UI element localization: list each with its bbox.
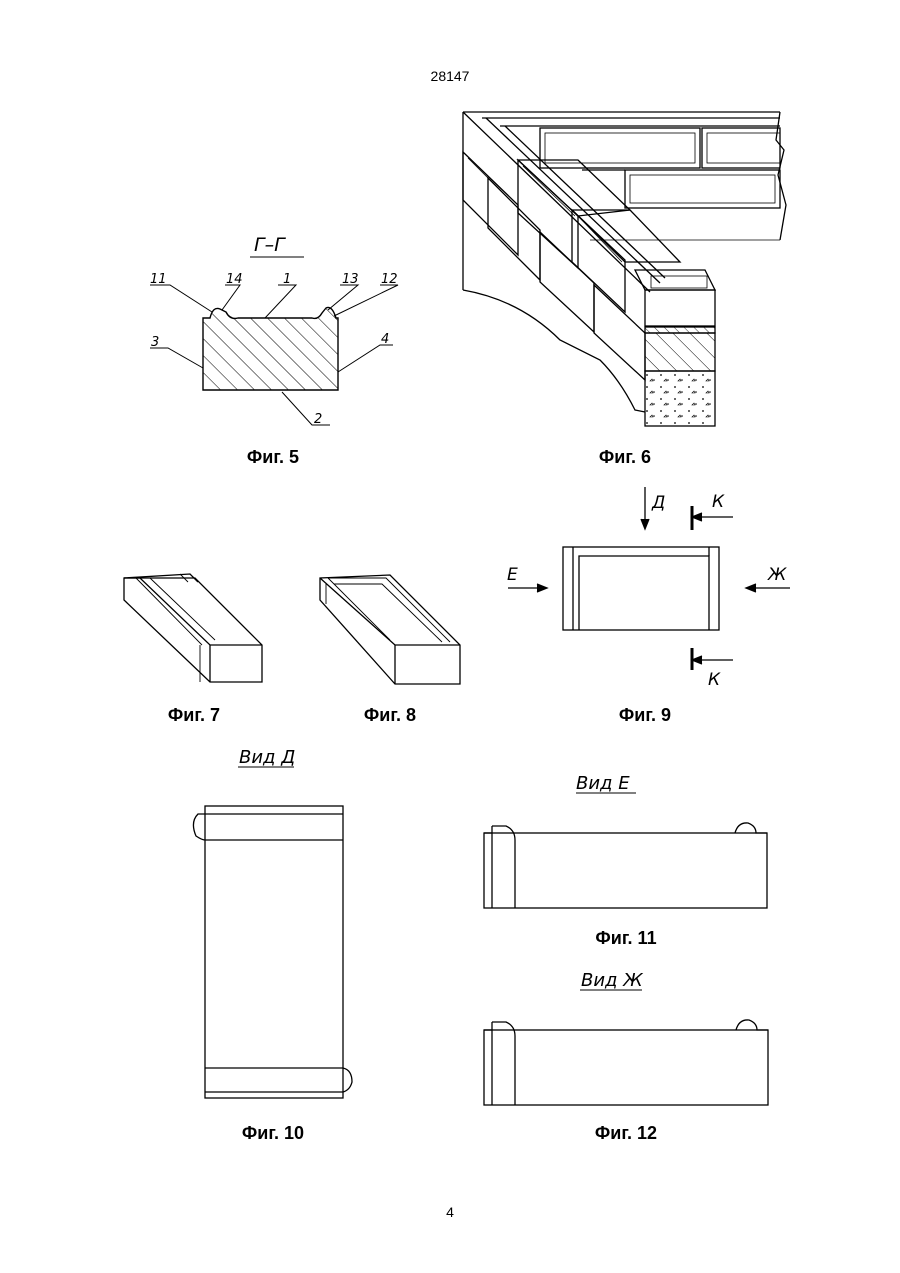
fig7-caption: Фиг. 7 <box>124 705 264 726</box>
fig5-callout-1: 1 <box>283 272 291 287</box>
fig5-callout-4: 4 <box>381 332 389 347</box>
fig6-caption: Фиг. 6 <box>555 447 695 468</box>
fig5-section <box>150 257 398 425</box>
fig11-caption: Фиг. 11 <box>556 928 696 949</box>
fig11-view <box>484 793 767 908</box>
fig9-view-d: Д <box>651 493 665 513</box>
fig8-brick <box>320 575 460 684</box>
fig12-caption: Фиг. 12 <box>556 1123 696 1144</box>
fig9-view-e: Е <box>507 565 518 585</box>
fig5-caption: Фиг. 5 <box>203 447 343 468</box>
fig9-caption: Фиг. 9 <box>575 705 715 726</box>
fig8-caption: Фиг. 8 <box>320 705 460 726</box>
fig5-callout-3: 3 <box>151 335 159 350</box>
fig9-view-k-bottom: К <box>708 670 721 690</box>
fig12-view <box>484 990 768 1105</box>
fig5-callout-13: 13 <box>342 272 359 287</box>
fig9-view-zh: Ж <box>767 565 787 585</box>
fig5-callout-11: 11 <box>150 272 167 287</box>
fig9-plan <box>508 487 790 670</box>
fig7-brick <box>124 574 262 682</box>
fig12-view-label: Вид Ж <box>581 970 643 991</box>
fig5-section-label: Г–Г <box>254 234 286 256</box>
fig6-wall-corner <box>463 112 786 426</box>
page-number: 4 <box>0 1204 900 1220</box>
fig10-caption: Фиг. 10 <box>203 1123 343 1144</box>
fig5-callout-14: 14 <box>226 272 243 287</box>
fig10-view <box>193 767 352 1098</box>
fig5-callout-2: 2 <box>314 412 322 427</box>
fig9-view-k-top: К <box>712 492 725 512</box>
fig5-callout-12: 12 <box>381 272 398 287</box>
fig10-view-label: Вид Д <box>239 747 295 768</box>
fig11-view-label: Вид Е <box>576 773 630 794</box>
